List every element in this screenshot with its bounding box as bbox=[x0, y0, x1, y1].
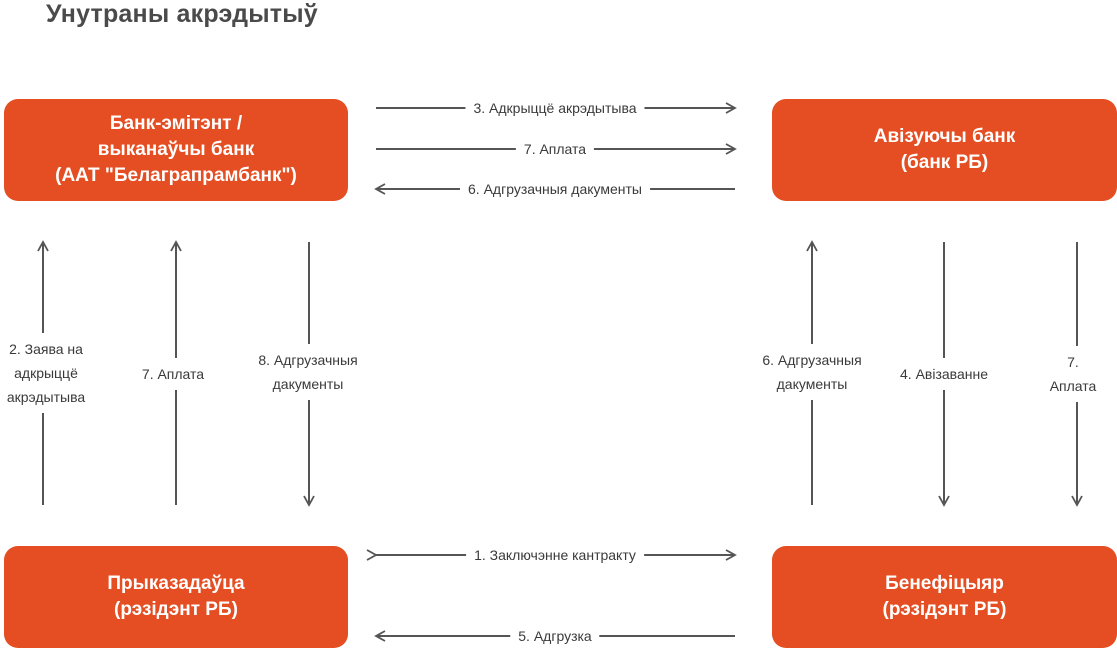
label-open-credit: 3. Адкрыццё акрэдытыва bbox=[465, 96, 645, 120]
label-docs-left: 8. Адгрузачныя дакументы bbox=[258, 344, 358, 400]
label-payment-left: 7. Аплата bbox=[141, 358, 205, 390]
label-payment-right: 7. Аплата bbox=[1049, 346, 1097, 402]
label-docs-top: 6. Адгрузачныя дакументы bbox=[460, 177, 650, 201]
advising-bank-box: Авізуючы банк (банк РБ) bbox=[772, 99, 1117, 201]
label-shipment: 5. Адгрузка bbox=[510, 624, 600, 648]
beneficiary-box: Бенефіцыяр (рэзідэнт РБ) bbox=[772, 546, 1117, 648]
label-contract: 1. Заключэнне кантракту bbox=[466, 543, 644, 567]
label-application: 2. Заява на адкрыццё акрэдытыва bbox=[6, 333, 86, 413]
page-title: Унутраны акрэдытыў bbox=[46, 0, 318, 28]
label-docs-right: 6. Адгрузачныя дакументы bbox=[762, 344, 862, 400]
label-advising: 4. Авізаванне bbox=[900, 358, 988, 390]
issuing-bank-box: Банк-эмітэнт / выканаўчы банк (ААТ "Бела… bbox=[4, 99, 348, 201]
applicant-box: Прыказадаўца (рэзідэнт РБ) bbox=[4, 546, 348, 648]
label-payment-top: 7. Аплата bbox=[515, 137, 595, 161]
